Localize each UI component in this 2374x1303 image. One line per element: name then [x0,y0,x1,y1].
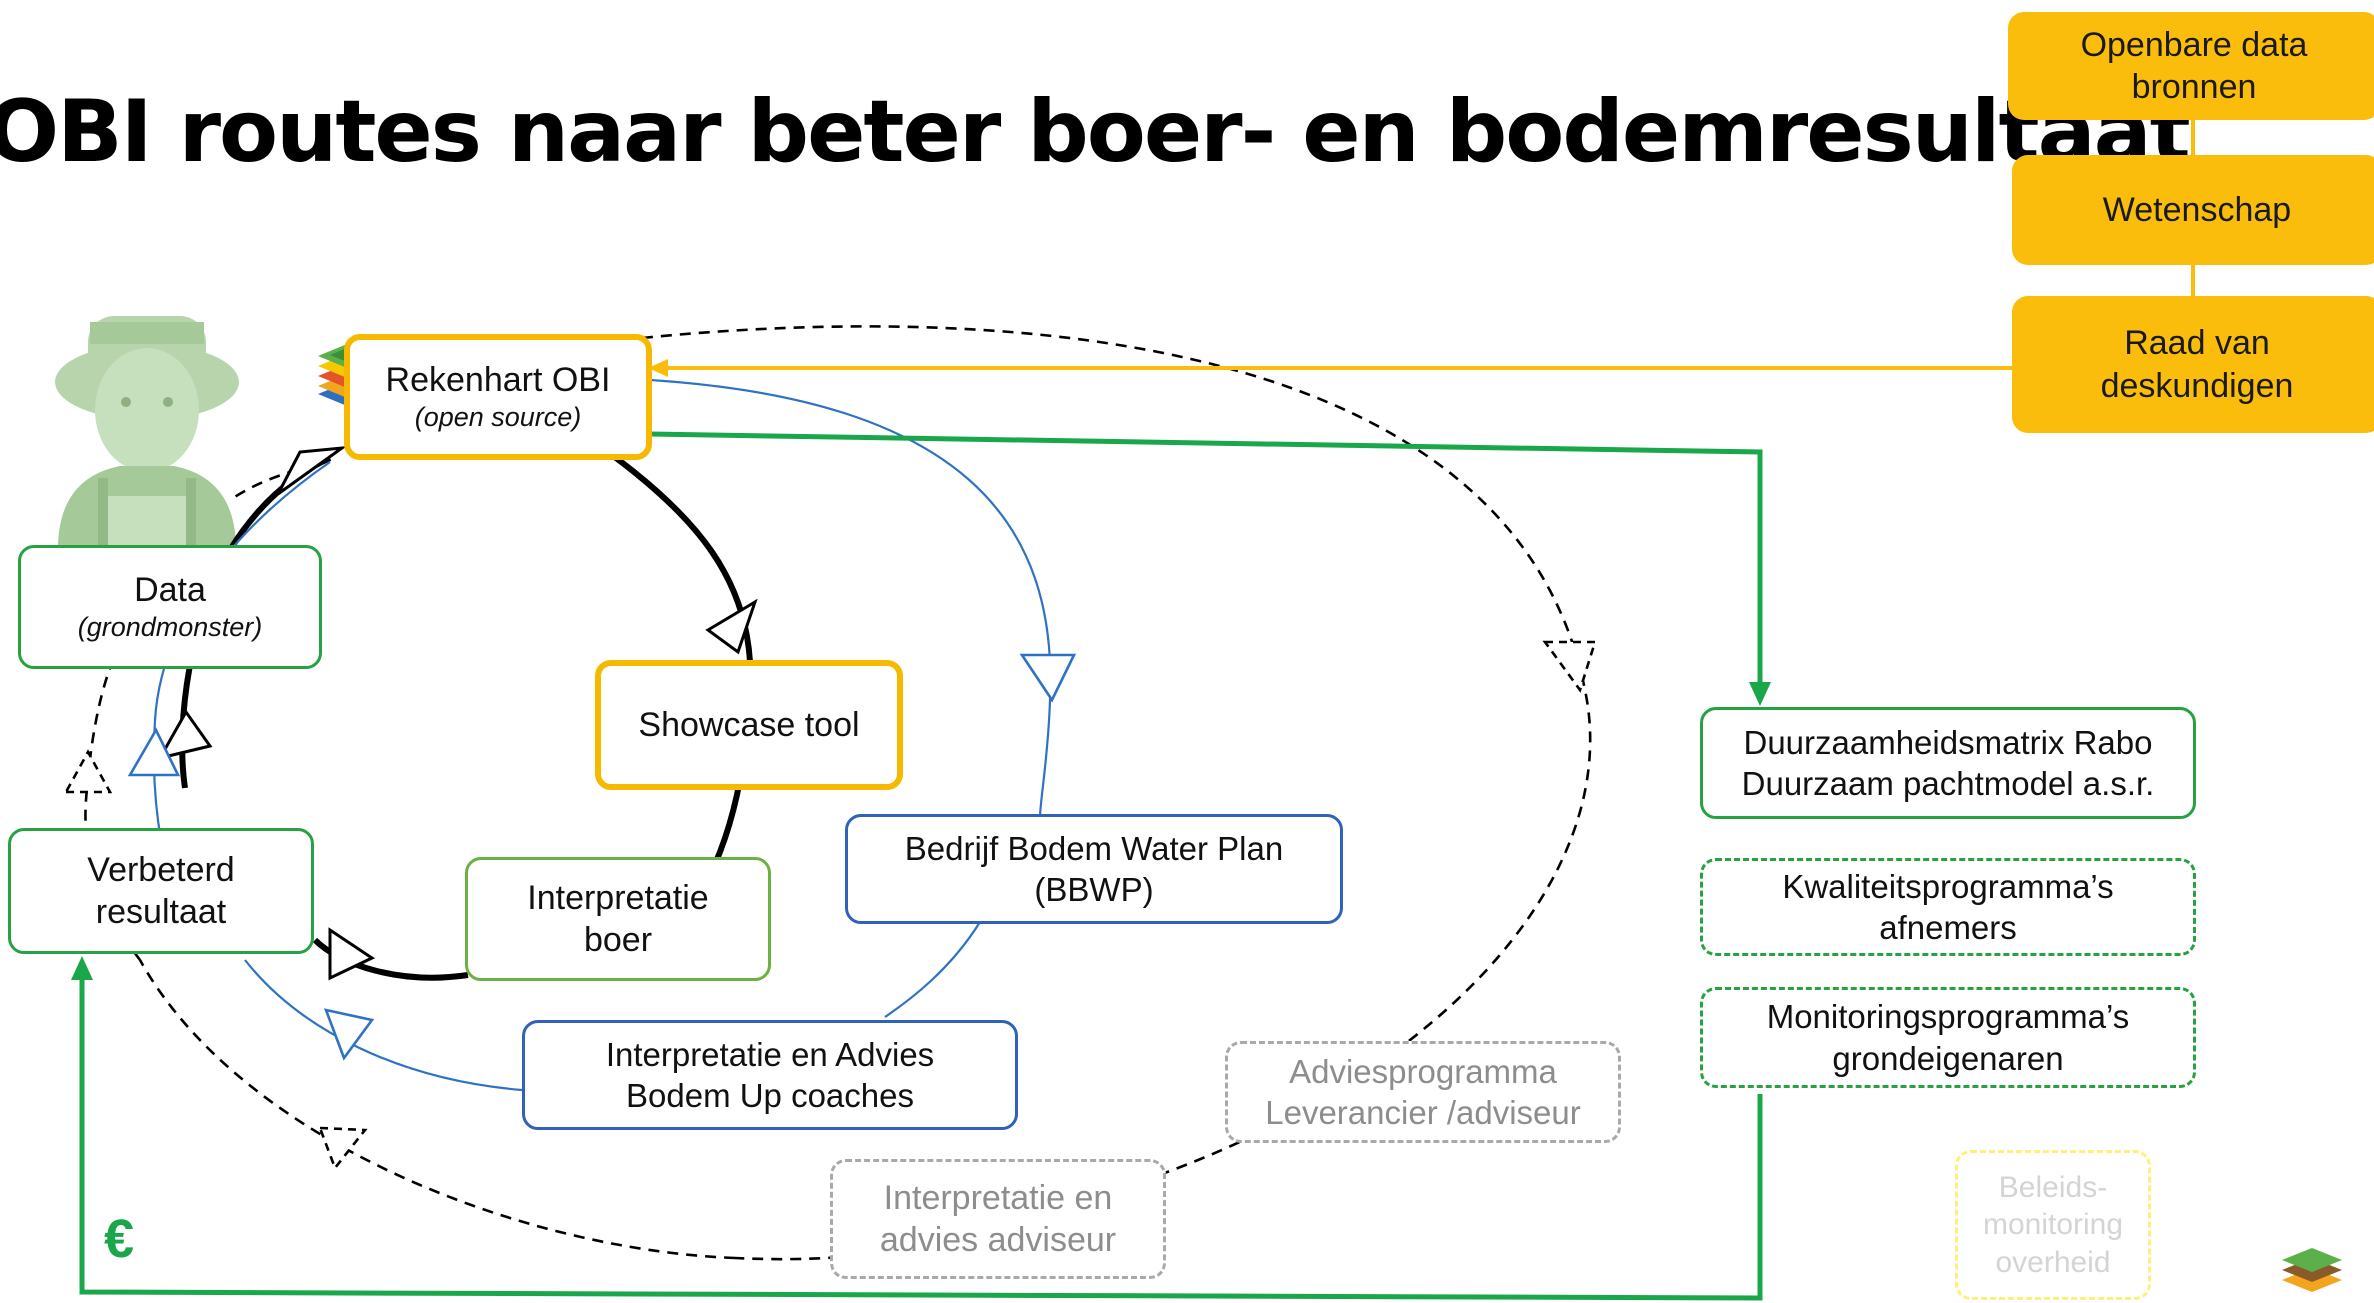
bodem-up-line1: Interpretatie en Advies [605,1035,935,1073]
advisor-interpretation-box: Interpretatie en advies adviseur [830,1159,1166,1279]
advice-program-line2: Leverancier /adviseur [1265,1094,1581,1131]
dashed-arrowheads [63,640,1597,1171]
green-arrowheads [71,682,1771,980]
bbwp-line2: (BBWP) [1034,871,1154,908]
science-label: Wetenschap [2102,190,2292,229]
rekenhart-obi-box: Rekenhart OBI (open source) [344,334,652,460]
monitoring-program-box: Monitoringsprogramma’s grondeigenaren [1700,987,2196,1088]
improved-result-box: Verbeterd resultaat [8,828,314,954]
policy-line1: Beleids- [1998,1170,2108,1204]
quality-program-box: Kwaliteitsprogramma’s afnemers [1700,858,2196,956]
quality-line1: Kwaliteitsprogramma’s [1782,867,2114,905]
rekenhart-subtitle: (open source) [414,402,582,433]
farmer-interpretation-box: Interpretatie boer [465,857,771,981]
bodem-up-line2: Bodem Up coaches [626,1077,914,1114]
obi-logo-small-icon [2282,1248,2342,1292]
policy-line2: monitoring [1982,1208,2124,1242]
bodem-up-box: Interpretatie en Advies Bodem Up coaches [522,1020,1018,1130]
science-box: Wetenschap [2012,155,2374,265]
farmer-icon [55,316,239,548]
rabo-line2: Duurzaam pachtmodel a.s.r. [1741,765,2155,802]
data-box: Data (grondmonster) [18,545,322,669]
policy-line3: overheid [1995,1245,2111,1279]
improved-result-line1: Verbeterd [87,850,235,889]
data-subtitle: (grondmonster) [77,612,263,643]
advisor-interpretation-line2: advies adviseur [879,1221,1117,1259]
open-data-label: Openbare data bronnen [2080,25,2308,107]
monitoring-line1: Monitoringsprogramma’s [1766,998,2130,1036]
rekenhart-title: Rekenhart OBI [385,360,611,399]
farmer-interpretation-line2: boer [583,921,653,959]
page-title: OBI routes naar beter boer- en bodemresu… [0,82,2191,182]
euro-symbol: € [104,1209,135,1269]
experts-label: Raad van deskundigen [2100,324,2294,405]
showcase-label: Showcase tool [638,705,860,744]
advisor-interpretation-line1: Interpretatie en [883,1178,1113,1217]
green-connectors [79,431,1763,1301]
quality-line2: afnemers [1879,909,2017,946]
experts-box: Raad van deskundigen [2012,296,2374,433]
showcase-tool-box: Showcase tool [595,660,903,790]
open-data-box: Openbare data bronnen [2008,12,2374,120]
data-title: Data [134,570,206,609]
rabo-line1: Duurzaamheidsmatrix Rabo [1743,723,2153,761]
advice-program-line1: Adviesprogramma [1289,1052,1557,1090]
farmer-interpretation-line1: Interpretatie [527,878,709,917]
policy-monitoring-box: Beleids- monitoring overheid [1955,1150,2151,1300]
bbwp-line1: Bedrijf Bodem Water Plan [904,829,1284,867]
monitoring-line2: grondeigenaren [1832,1039,2064,1077]
blue-arrowheads [127,653,1077,1061]
black-arrowheads [156,445,758,981]
advice-program-box: Adviesprogramma Leverancier /adviseur [1225,1041,1621,1143]
improved-result-line2: resultaat [95,893,227,931]
bbwp-box: Bedrijf Bodem Water Plan (BBWP) [845,814,1343,924]
rabo-matrix-box: Duurzaamheidsmatrix Rabo Duurzaam pachtm… [1700,707,2196,819]
